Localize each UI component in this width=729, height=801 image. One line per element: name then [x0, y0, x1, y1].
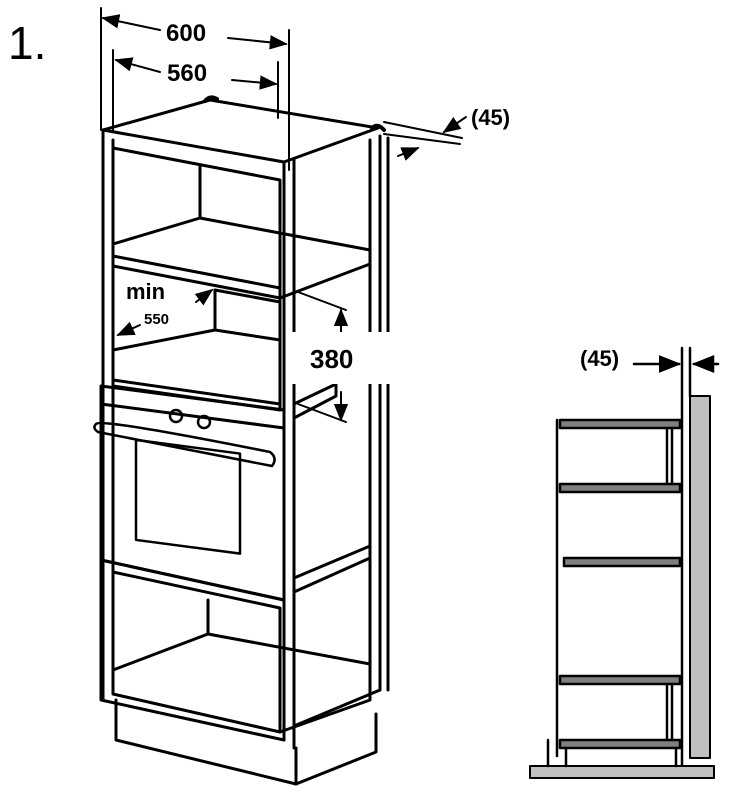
dimension-rear-gap-side: (45)	[580, 346, 620, 371]
tall-cabinet	[93, 95, 390, 786]
dimension-min-value: 550	[144, 311, 170, 328]
dimension-width-outer: 600	[166, 20, 207, 47]
dimension-lines	[100, 7, 467, 423]
niche-height-label-background	[288, 332, 414, 384]
dimension-width-inner: 560	[167, 60, 208, 87]
step-number: 1.	[8, 17, 47, 69]
dimension-min-label: min	[126, 279, 166, 304]
dimension-niche-height: 380	[310, 344, 354, 374]
side-view-cabinet	[529, 346, 720, 779]
dimension-rear-gap-top: (45)	[471, 105, 511, 130]
